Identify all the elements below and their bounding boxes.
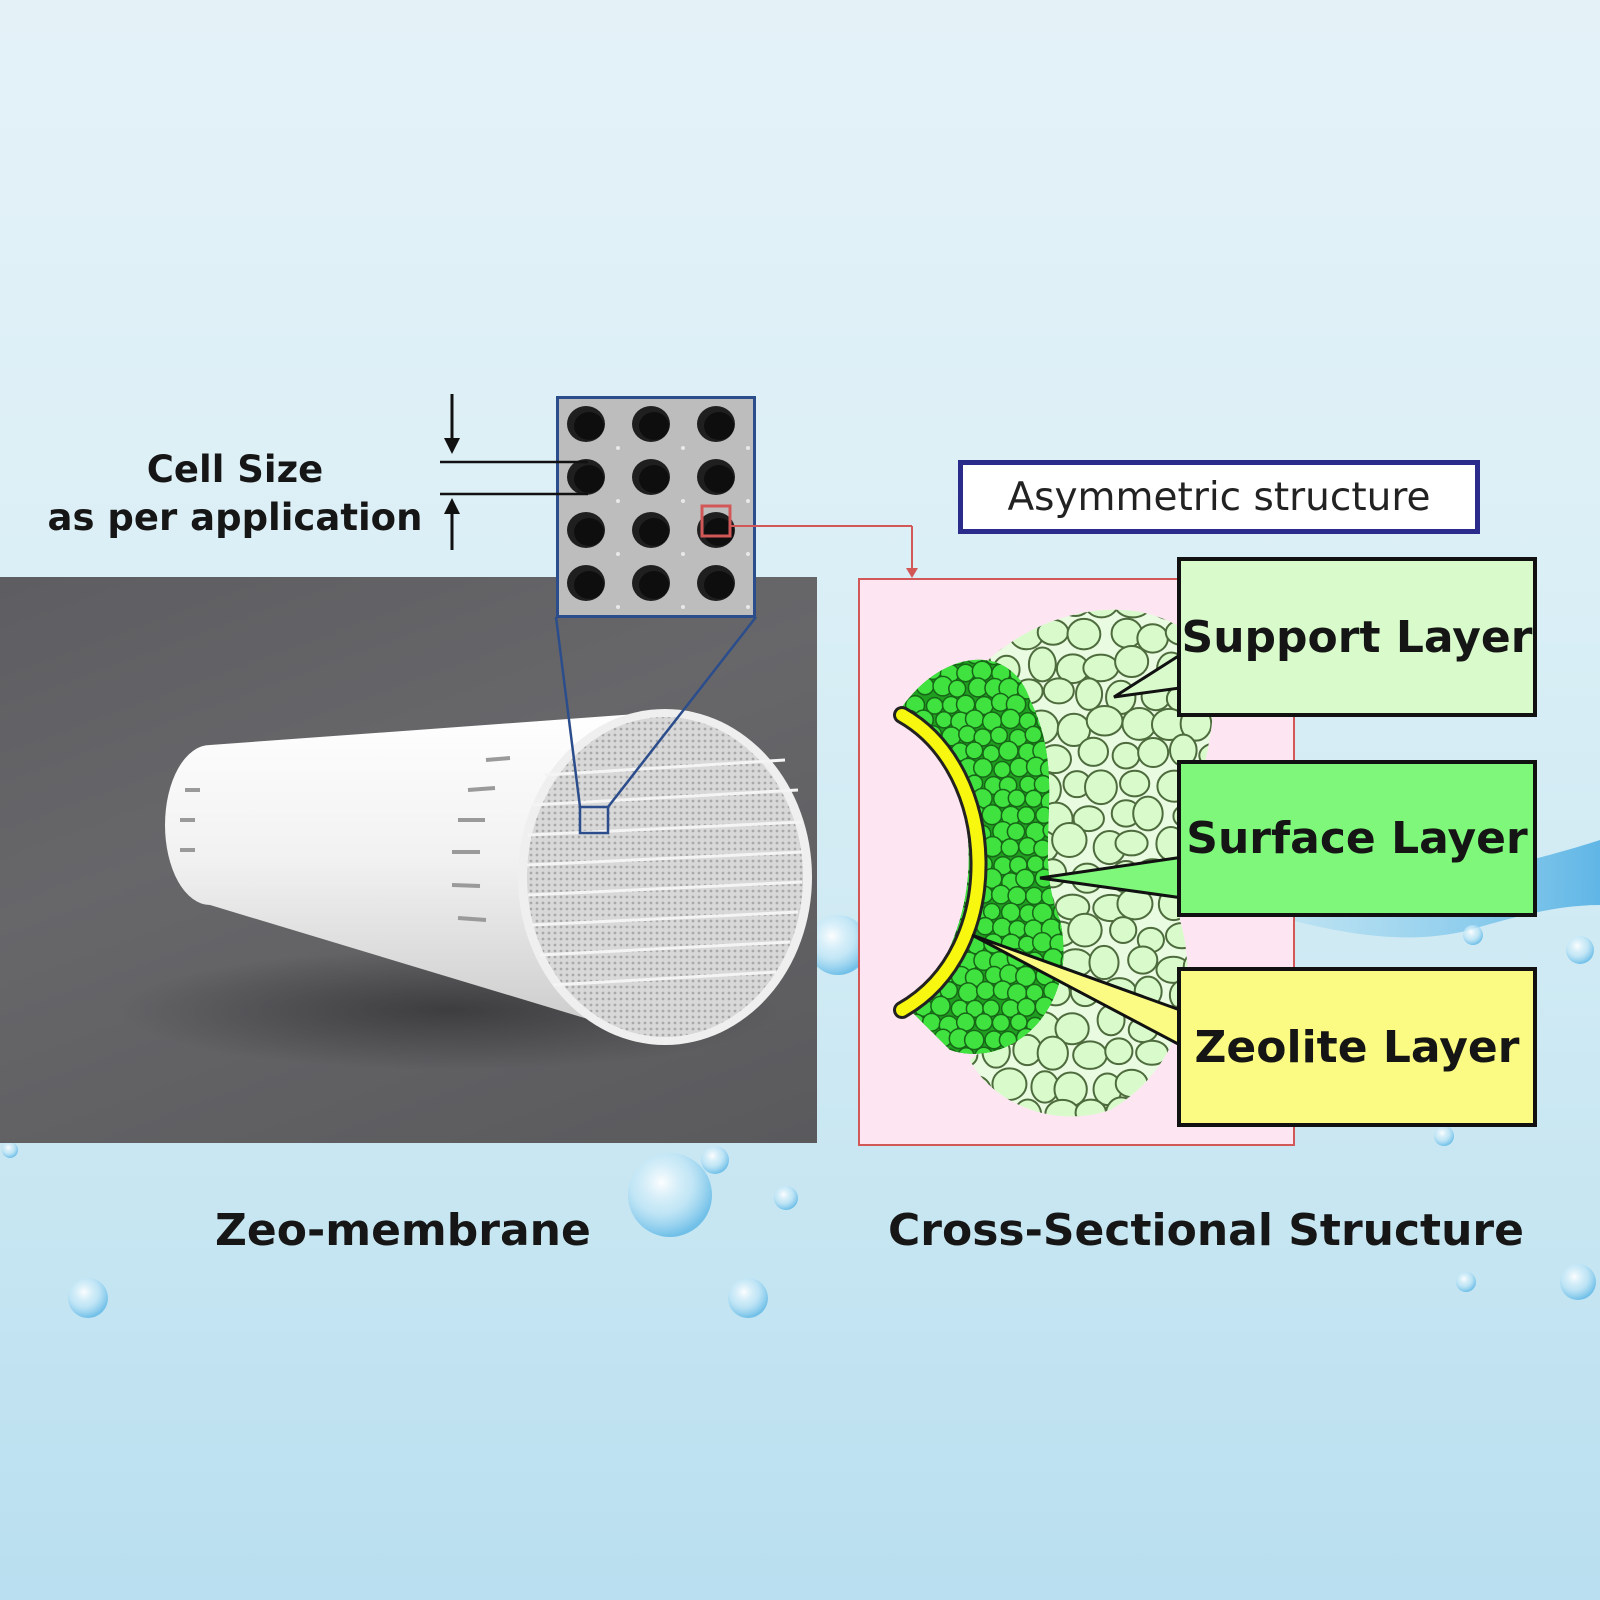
support-grain [1036,1035,1069,1071]
support-grain [1058,609,1093,618]
zoom-line-left [554,616,582,808]
caption-cross-sectional-structure: Cross-Sectional Structure [888,1205,1524,1256]
surface-grain [1058,915,1064,937]
support-grain [1072,805,1105,833]
support-grain [1051,822,1088,859]
support-grain [1067,912,1103,948]
water-drop [2,1142,18,1158]
support-grain [1077,736,1110,767]
surface-grain [982,999,1001,1018]
surface-grain [990,726,1009,745]
support-grain [1084,769,1118,806]
support-layer-label: Support Layer [1177,557,1537,717]
surface-grain [1016,806,1036,825]
surface-grain [1025,983,1044,1002]
surface-grain [1015,868,1036,889]
zeolite-layer-label: Zeolite Layer [1177,967,1537,1127]
water-drop [68,1278,108,1318]
cell-zoom-inset [556,396,756,618]
support-grain [1075,677,1104,711]
zoom-source-marker [578,805,610,835]
arrow-down-icon [444,438,460,454]
water-drop [774,1186,798,1210]
surface-grain [1060,950,1064,972]
support-grain [1027,646,1057,683]
support-grain [1119,769,1151,798]
water-drop [1434,1126,1454,1146]
surface-grain [974,1046,994,1054]
support-grain [1104,1037,1134,1066]
support-pointer [1113,652,1182,699]
surface-grain [991,1013,1011,1033]
water-drop [728,1278,768,1318]
water-drop [808,915,868,975]
surface-grain [1031,902,1054,924]
zoom-target-marker [700,504,732,538]
asymmetric-structure-text: Asymmetric structure [1007,474,1431,520]
support-grain [1082,609,1121,619]
support-grain [1127,945,1159,975]
support-grain [1109,916,1138,944]
surface-grain [930,995,951,1017]
cell-size-label-line2: as per application [47,496,423,539]
zoom-line-right [607,616,757,808]
caption-zeo-membrane: Zeo-membrane [215,1205,591,1256]
support-grain [1042,677,1075,705]
water-drop [628,1153,712,1237]
water-drop [701,1146,729,1174]
surface-grain [1024,725,1043,744]
cell-size-label: Cell Size as per application [40,446,430,542]
water-drop [1463,925,1483,945]
zeolite-pointer [971,933,1182,1048]
surface-grain [965,741,984,760]
zeolite-layer-text: Zeolite Layer [1194,1021,1520,1073]
water-drop [1456,1272,1476,1292]
surface-grain [972,757,994,778]
cell-size-label-line1: Cell Size [146,448,324,491]
cylinder-end-face [527,717,803,1037]
zoom-inset-border [556,396,756,618]
cylinder-slits [180,756,511,922]
support-grain [1066,617,1102,651]
support-grain [1088,944,1120,981]
arrow-up-icon [444,498,460,514]
surface-grain [963,1029,985,1051]
water-drop [1566,936,1594,964]
support-grain [1114,645,1150,679]
cell-size-dimension [440,394,588,550]
surface-pointer [1039,853,1199,902]
asymmetric-structure-title: Asymmetric structure [958,460,1480,534]
end-face-lines [526,758,804,987]
surface-grain [948,679,967,698]
red-connector-arrow [730,525,918,578]
support-grain [1114,829,1149,857]
support-grain [991,1067,1028,1101]
support-grain [1054,1012,1090,1046]
water-drop [1560,1264,1596,1300]
surface-layer-label: Surface Layer [1177,760,1537,917]
surface-layer-text: Surface Layer [1186,813,1528,864]
support-grain [1137,736,1170,769]
surface-grain [957,1046,975,1054]
support-grain [1132,795,1164,832]
support-layer-text: Support Layer [1181,611,1533,663]
